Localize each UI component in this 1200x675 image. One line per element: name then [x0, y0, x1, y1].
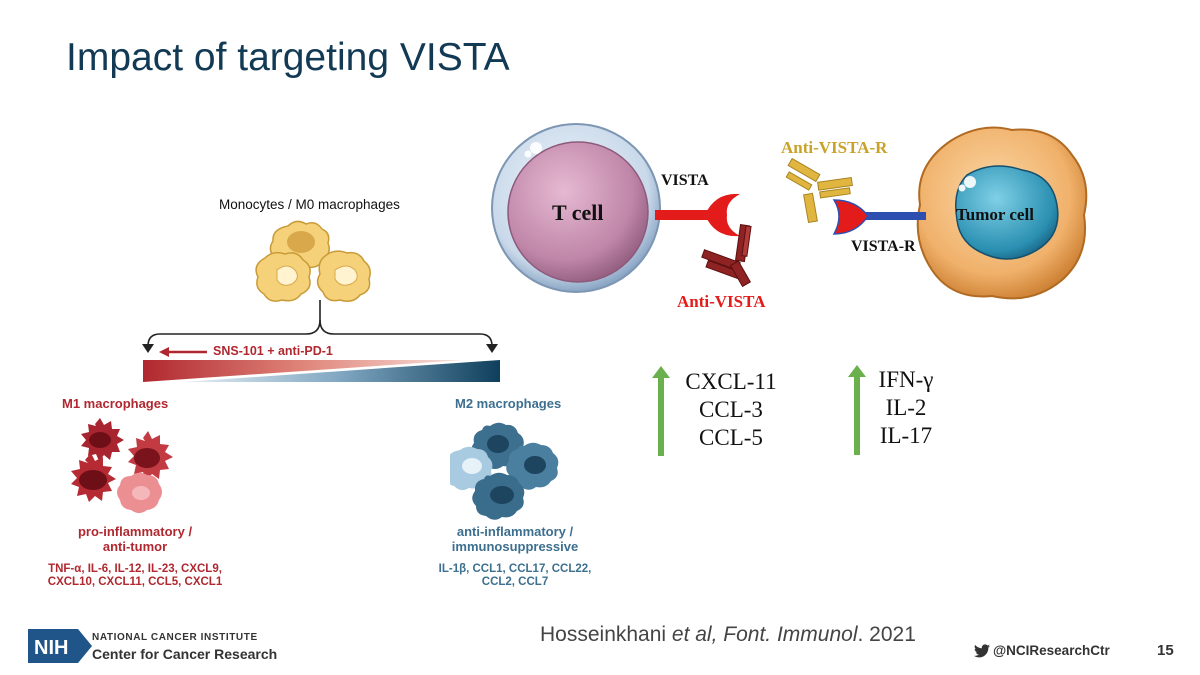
t-cell-label: T cell	[552, 200, 604, 225]
chemokines-list: CXCL-11 CCL-3 CCL-5	[672, 368, 790, 452]
twitter-handle[interactable]: @NCIResearchCtr	[993, 643, 1110, 658]
chemokine-item: CXCL-11	[685, 369, 777, 394]
cytokines-list: IFN-γ IL-2 IL-17	[866, 366, 946, 450]
m1-markers-line2: CXCL10, CXCL11, CCL5, CXCL1	[47, 576, 223, 588]
tumor-cell-illustration	[916, 126, 1088, 300]
m2-cell-right	[506, 442, 559, 490]
cytokine-item: IL-2	[885, 395, 927, 420]
m0-cell-right	[316, 250, 371, 302]
m1-markers: TNF-α, IL-6, IL-12, IL-23, CXCL9, CXCL10…	[20, 563, 250, 589]
m1-type-line2: anti-tumor	[102, 539, 168, 554]
m1-markers-line1: TNF-α, IL-6, IL-12, IL-23, CXCL9,	[48, 563, 222, 575]
cytokine-item: IL-17	[879, 423, 933, 448]
m1-title: M1 macrophages	[62, 396, 169, 411]
cytokines-up-arrow-icon	[848, 365, 866, 455]
m2-cell-front	[472, 472, 525, 520]
anti-vista-r-label: Anti-VISTA-R	[781, 138, 888, 157]
anti-vista-antibody-icon	[701, 224, 752, 288]
treatment-arrow-icon	[159, 347, 207, 357]
vista-r-label: VISTA-R	[851, 238, 916, 255]
nih-logo-text: NIH	[34, 637, 68, 659]
m1-type-line1: pro-inflammatory /	[77, 524, 193, 539]
page-number: 15	[1157, 642, 1174, 659]
vista-r-receptor-shape	[832, 199, 926, 235]
vista-label: VISTA	[661, 172, 709, 189]
polarization-gradient-bar	[143, 360, 500, 382]
citation-author: Hosseinkhani	[540, 623, 672, 646]
citation-year: . 2021	[857, 623, 916, 646]
m2-cell-left-light	[450, 446, 493, 491]
m0-macrophage-cluster	[255, 220, 371, 302]
m2-type: anti-inflammatory / immunosuppressive	[420, 524, 610, 554]
m1-cell-front	[71, 453, 116, 502]
m2-title: M2 macrophages	[455, 396, 562, 411]
nih-logo: NIH	[28, 629, 92, 663]
m2-type-line1: anti-inflammatory /	[456, 524, 574, 539]
m1-cell-right	[128, 431, 173, 480]
monocytes-label: Monocytes / M0 macrophages	[219, 197, 400, 212]
page-title: Impact of targeting VISTA	[66, 36, 510, 79]
tumor-cell-label: Tumor cell	[956, 205, 1034, 224]
differentiation-branch-arrows	[142, 300, 498, 353]
footer-institute: NATIONAL CANCER INSTITUTE	[92, 632, 258, 643]
m2-markers-line2: CCL2, CCL7	[481, 576, 549, 588]
m2-markers-line1: IL-1β, CCL1, CCL17, CCL22,	[438, 563, 592, 575]
anti-vista-r-antibody-icon	[785, 158, 853, 224]
chemokines-up-arrow-icon	[652, 366, 670, 456]
m2-type-line2: immunosuppressive	[451, 539, 579, 554]
treatment-label: SNS-101 + anti-PD-1	[213, 344, 333, 358]
m2-macrophage-cluster	[450, 422, 559, 520]
footer-center: Center for Cancer Research	[92, 646, 278, 662]
anti-vista-label: Anti-VISTA	[677, 292, 766, 311]
t-cell-illustration	[491, 123, 661, 293]
chemokine-item: CCL-3	[699, 397, 763, 422]
m1-cell-pink	[117, 472, 162, 513]
vista-receptor-shape	[655, 193, 740, 237]
cytokine-item: IFN-γ	[878, 367, 934, 392]
twitter-bird-icon	[974, 644, 990, 658]
citation-journal: et al, Font. Immunol	[671, 623, 858, 646]
citation: Hosseinkhani et al, Font. Immunol. 2021	[540, 623, 916, 647]
m1-macrophage-cluster	[71, 418, 173, 513]
m2-markers: IL-1β, CCL1, CCL17, CCL22, CCL2, CCL7	[410, 563, 620, 589]
chemokine-item: CCL-5	[699, 425, 763, 450]
m0-cell-left	[255, 251, 311, 302]
m1-cell-back	[81, 418, 124, 461]
m1-type: pro-inflammatory / anti-tumor	[40, 524, 230, 554]
